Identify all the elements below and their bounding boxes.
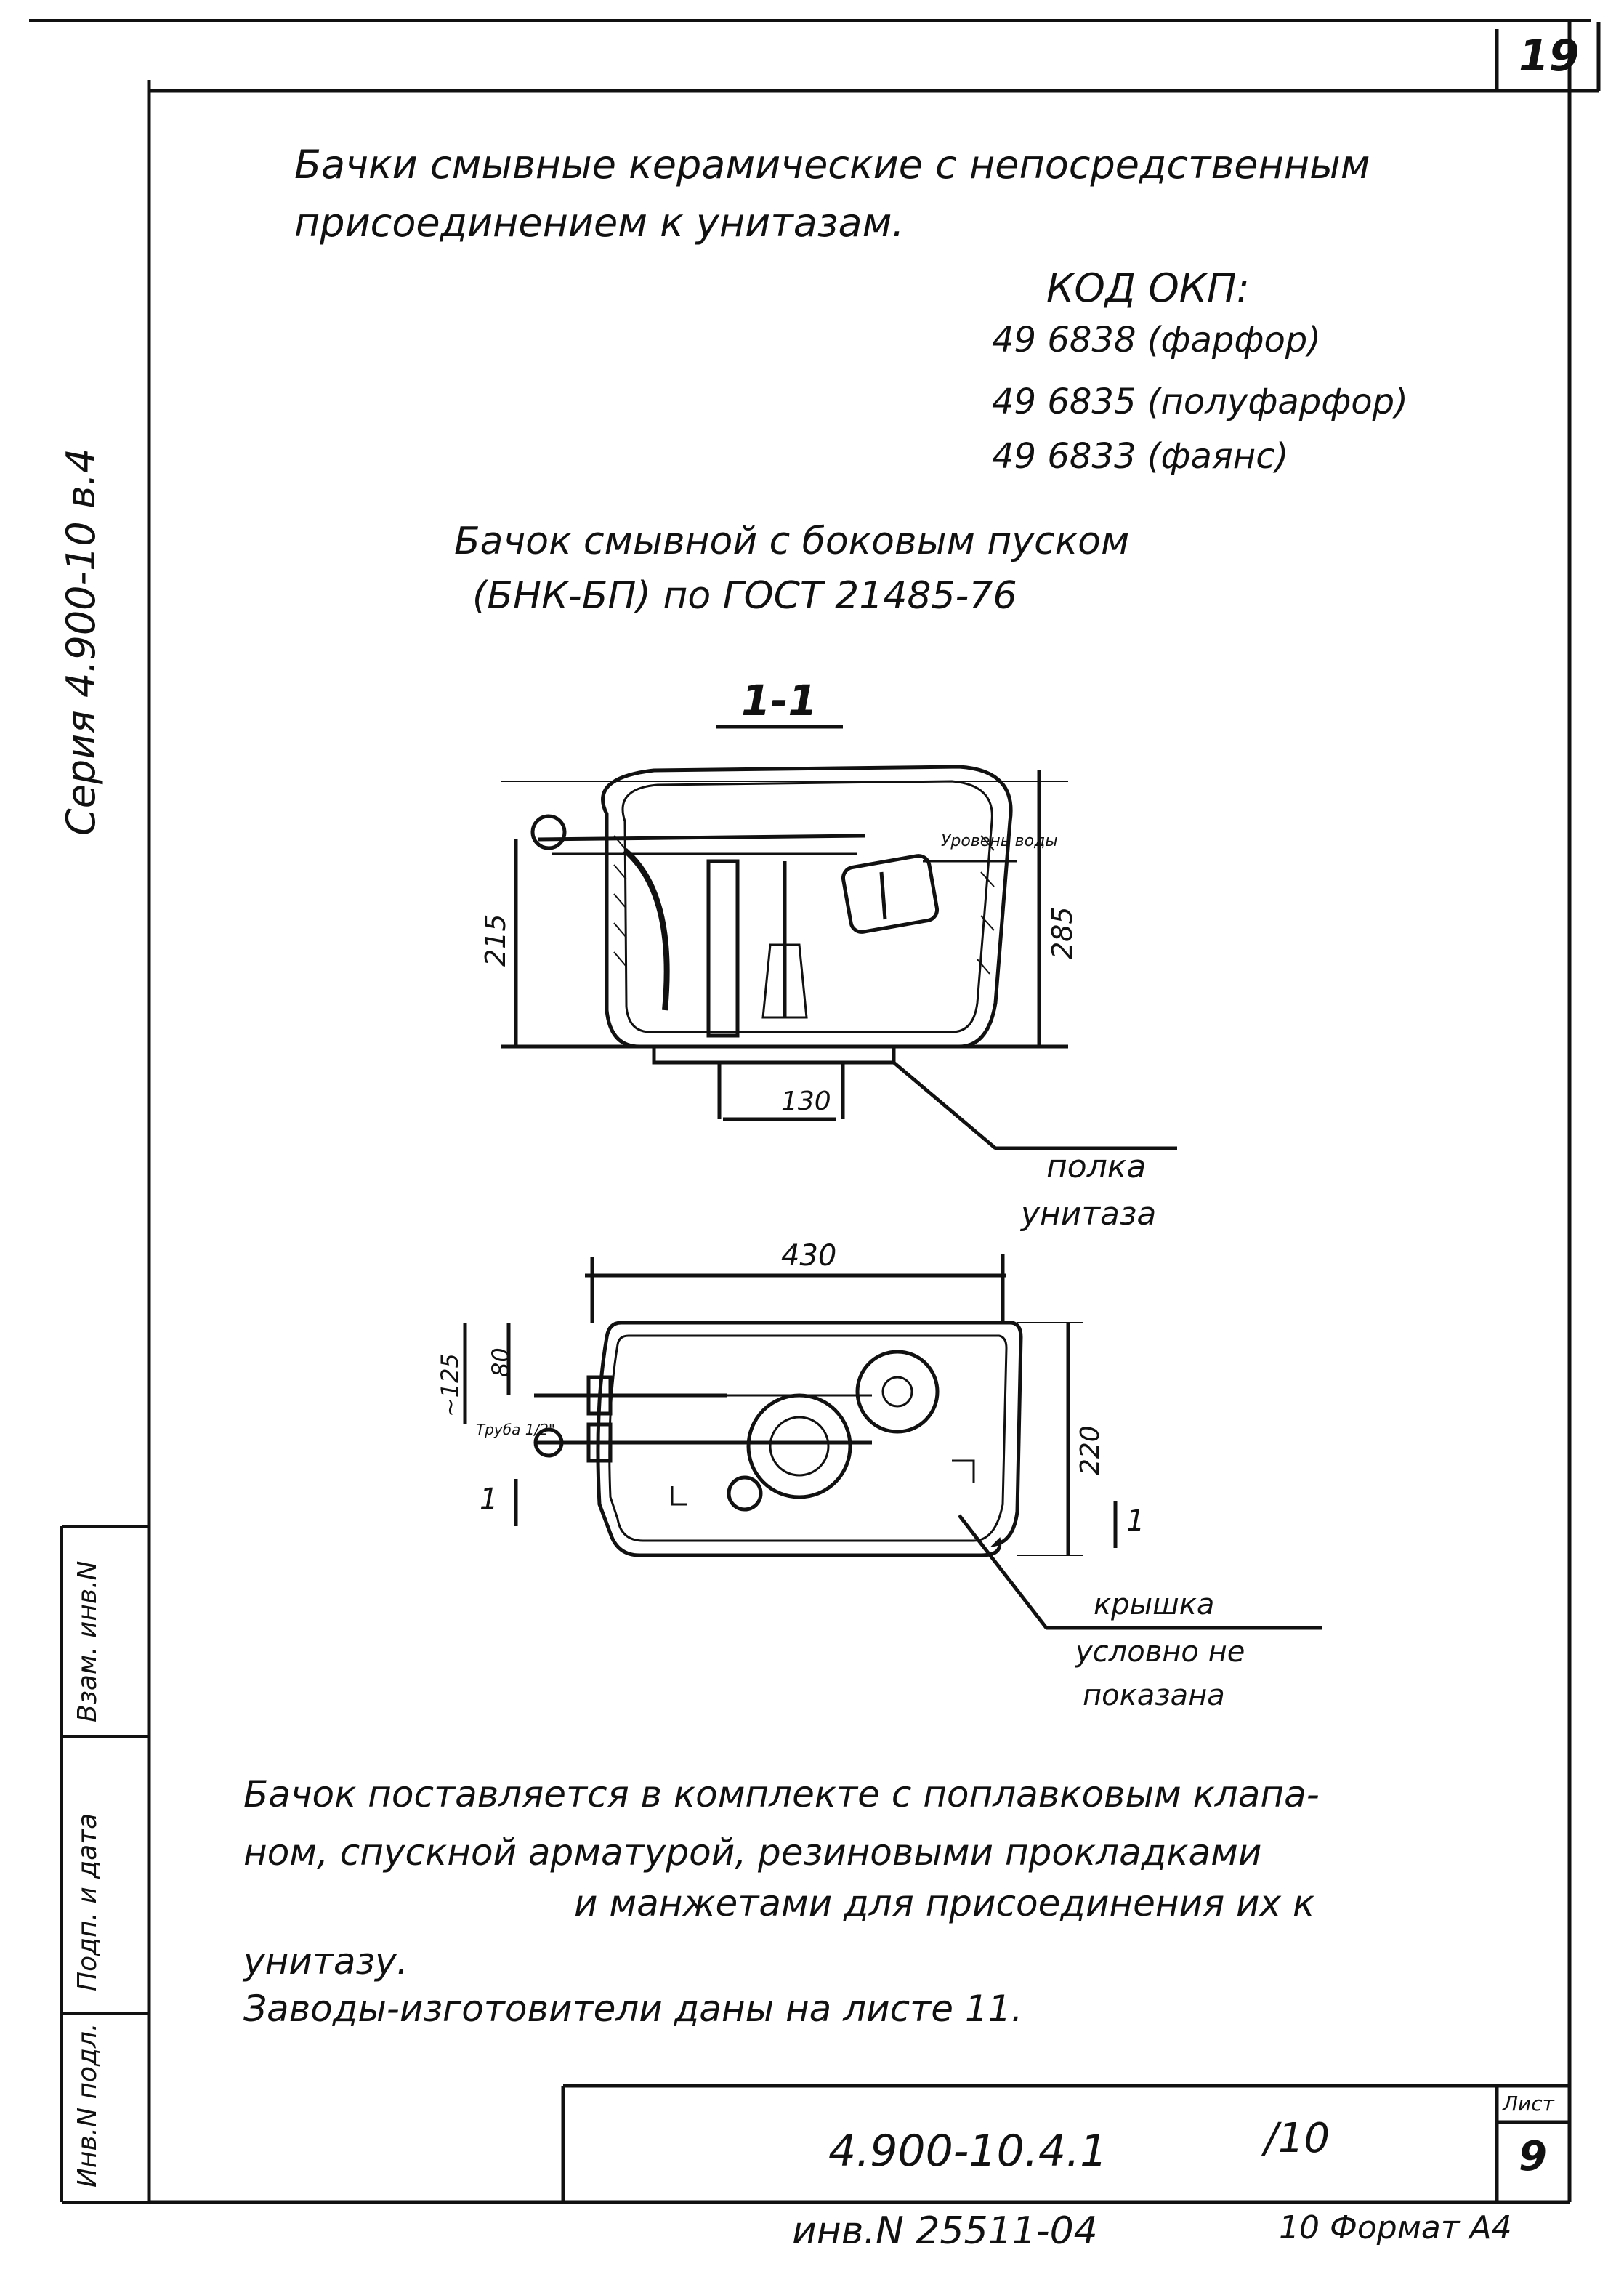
- main-frame: [147, 20, 1601, 2204]
- plan-drawing: [463, 1254, 1322, 1630]
- doc-code: 4.900-10.4.1: [828, 2126, 1108, 2177]
- sheet-number: 9: [1519, 2133, 1547, 2180]
- title-line-2: присоединением к унитазам.: [294, 200, 905, 246]
- title-line-1: Бачки смывные керамические с непосредств…: [294, 142, 1370, 188]
- note-line-5: Заводы-изготовители даны на листе 11.: [243, 1988, 1023, 2030]
- lid-label-1: крышка: [1094, 1588, 1215, 1621]
- inventory-number: инв.N 25511-04: [792, 2209, 1098, 2253]
- title-block: [561, 2084, 1570, 2202]
- note-line-2: ном, спускной арматурой, резиновыми прок…: [243, 1831, 1262, 1874]
- left-cell-2: Подп. и дата: [73, 1813, 102, 1991]
- water-level-label: Уровень воды: [941, 832, 1058, 850]
- dim-125: ~125: [436, 1353, 464, 1417]
- dim-285: 285: [1046, 906, 1078, 959]
- okp-code-3: 49 6833 (фаянс): [992, 436, 1289, 477]
- pipe-label: Труба 1/2": [476, 1421, 556, 1438]
- okp-heading: КОД ОКП:: [1046, 265, 1250, 311]
- left-cell-1: Взам. инв.N: [73, 1560, 102, 1722]
- note-line-4: унитазу.: [243, 1940, 408, 1983]
- subtitle-line-1: Бачок смывной с боковым пуском: [454, 520, 1130, 563]
- note-line-1: Бачок поставляется в комплекте с поплавк…: [243, 1773, 1320, 1815]
- section-label: 1-1: [741, 676, 817, 725]
- format-label: 10 Формат А4: [1279, 2209, 1512, 2246]
- dim-215: 215: [480, 914, 512, 967]
- sheet-label: Лист: [1503, 2092, 1554, 2116]
- section-drawing: [501, 725, 1177, 1150]
- shelf-label-2: унитаза: [1021, 1196, 1157, 1233]
- okp-code-2: 49 6835 (полуфарфор): [992, 382, 1408, 422]
- lid-label-2: условно не: [1075, 1635, 1245, 1669]
- cut-label-left: 1: [480, 1483, 498, 1516]
- left-cells: [60, 1525, 149, 2204]
- shelf-label-1: полка: [1046, 1148, 1147, 1185]
- left-cell-3: Инв.N подл.: [73, 2023, 102, 2188]
- dim-220: 220: [1075, 1425, 1105, 1475]
- side-series: Серия 4.900-10 в.4: [58, 448, 104, 836]
- okp-code-1: 49 6838 (фарфор): [992, 320, 1321, 360]
- dim-80: 80: [487, 1347, 514, 1377]
- lid-label-3: показана: [1083, 1679, 1225, 1712]
- note-line-3: и манжетами для присоединения их к: [574, 1882, 1315, 1924]
- dim-130: 130: [781, 1086, 831, 1116]
- doc-fraction: /10: [1264, 2115, 1330, 2162]
- dim-430: 430: [781, 1239, 837, 1273]
- subtitle-line-2: (БНК-БП) по ГОСТ 21485-76: [472, 574, 1017, 618]
- page-number: 19: [1519, 31, 1580, 81]
- cut-label-right: 1: [1126, 1504, 1145, 1538]
